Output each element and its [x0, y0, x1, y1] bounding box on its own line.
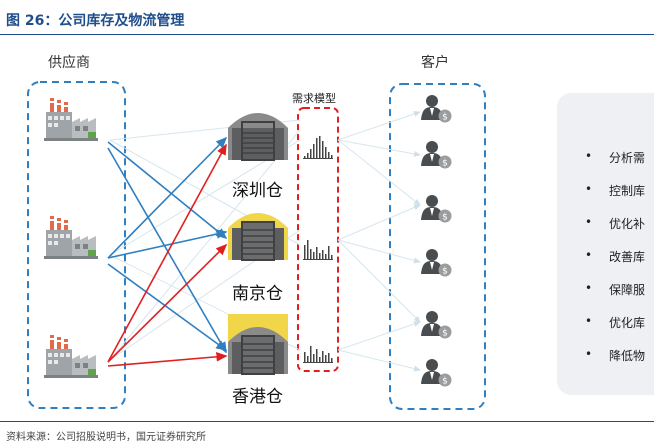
suppliers-label: 供应商: [48, 55, 90, 71]
histogram-icon: [303, 136, 333, 159]
warehouse-nanjing-icon: [228, 213, 288, 261]
customer-icon: [421, 249, 452, 277]
customers-box: [389, 83, 486, 410]
benefits-panel: •分析需 •控制库 •优化补 •改善库 •保障服 •优化库 •降低物: [557, 93, 654, 395]
arrow-red-1: [107, 143, 227, 363]
bullet-icon: •: [585, 281, 593, 295]
title-rule: [0, 34, 654, 35]
bullet-icon: •: [585, 149, 593, 163]
factory-icon: [44, 335, 98, 378]
list-item: •改善库: [585, 248, 646, 264]
bullet-icon: •: [585, 215, 593, 229]
arrow-blue-5: [107, 263, 228, 351]
figure-title: 图 26：公司库存及物流管理: [6, 13, 185, 29]
bullet-icon: •: [585, 314, 593, 328]
list-item: •控制库: [585, 182, 646, 198]
bullet-icon: •: [585, 248, 593, 262]
arrow-blue-3: [107, 141, 228, 240]
suppliers-box: [27, 81, 126, 409]
source-note: 资料来源：公司招股说明书，国元证券研究所: [6, 432, 206, 443]
arrow-red-3: [107, 352, 228, 367]
warehouse-hongkong-label: 香港仓: [232, 387, 283, 407]
arrow-blue-4: [107, 147, 227, 354]
warehouse-shenzhen-icon: [228, 113, 288, 161]
bullet-icon: •: [585, 347, 593, 361]
customer-icon: [421, 359, 452, 387]
benefits-list: •分析需 •控制库 •优化补 •改善库 •保障服 •优化库 •降低物: [557, 149, 645, 380]
warehouse-shenzhen-label: 深圳仓: [232, 181, 283, 201]
warehouse-hongkong-icon: [228, 314, 288, 375]
customer-icon: [421, 95, 452, 123]
demand-model-box: [297, 107, 339, 372]
factory-icon: [44, 216, 98, 259]
list-item: •降低物: [585, 347, 646, 363]
list-item: •分析需: [585, 149, 646, 165]
demand-model-label: 需求模型: [292, 92, 336, 105]
bottom-rule: [0, 421, 654, 422]
histogram-icon: [303, 240, 333, 260]
warehouse-nanjing-label: 南京仓: [232, 284, 283, 304]
customer-icon: [421, 311, 452, 339]
arrow-red-2: [107, 243, 228, 363]
arrow-blue-2: [107, 229, 228, 259]
list-item: •优化库: [585, 314, 646, 330]
customer-icon: [421, 141, 452, 169]
bullet-icon: •: [585, 182, 593, 196]
factory-icon: [44, 98, 98, 141]
histogram-icon: [303, 346, 333, 363]
arrow-blue-1: [107, 136, 228, 259]
list-item: •优化补: [585, 215, 646, 231]
list-item: •保障服: [585, 281, 646, 297]
customers-label: 客户: [421, 55, 449, 71]
customer-icon: [421, 195, 452, 223]
